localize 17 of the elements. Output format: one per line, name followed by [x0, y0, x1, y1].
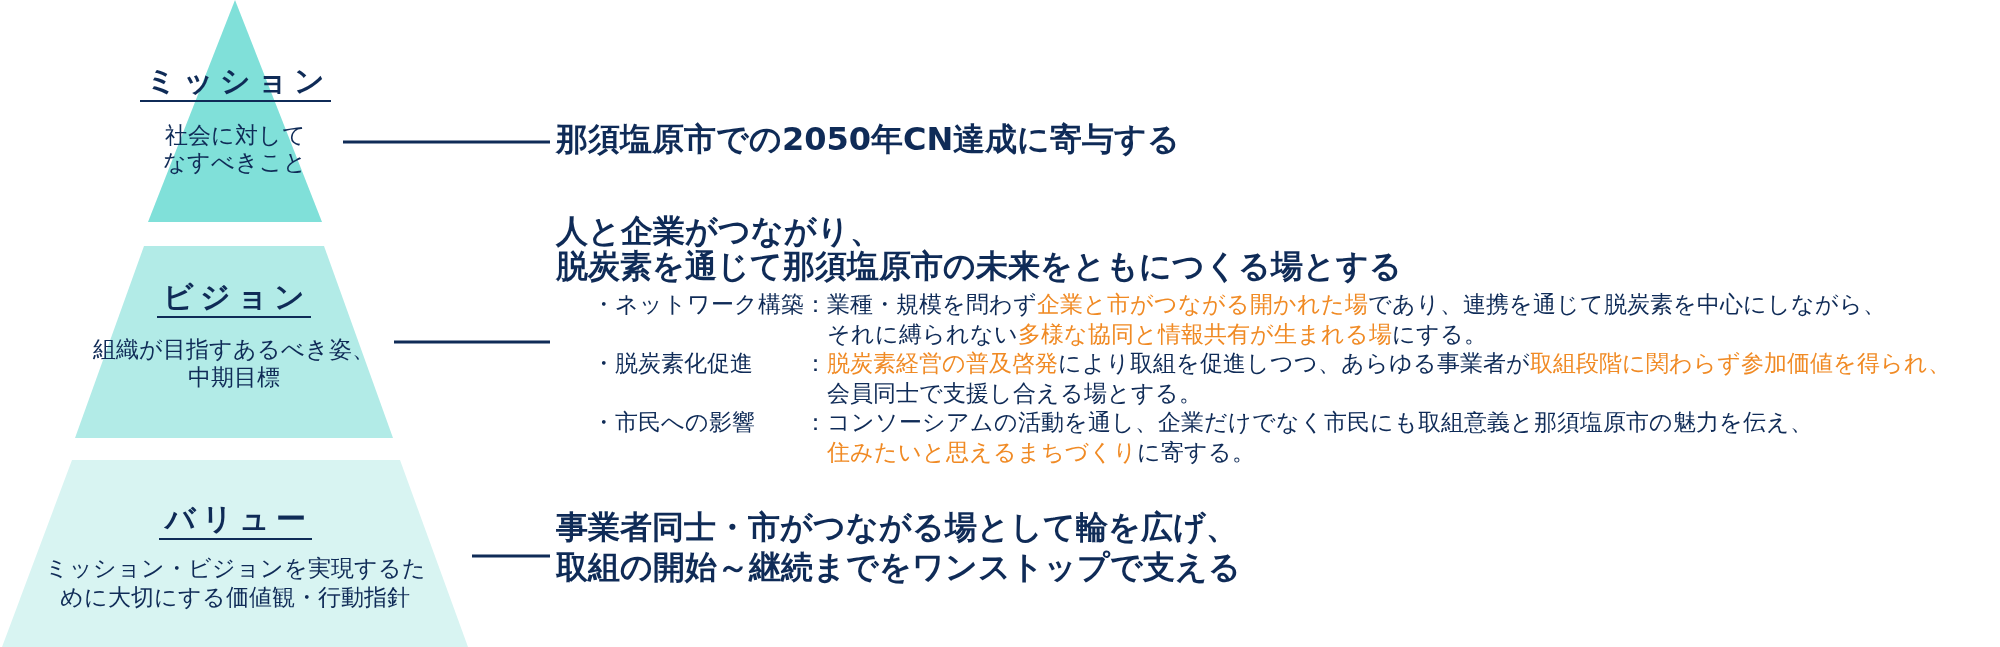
- bullet-heading: ・市民への影響: [592, 408, 756, 437]
- bullet-description: ：業種・規模を問わず企業と市がつながる開かれた場であり、連携を通じて脱炭素を中心にしながら、それに縛られない多様な協同と情報共有が生まれる場にする。: [804, 290, 1887, 349]
- connector-line: [472, 554, 550, 558]
- tier-heading: ミッション: [140, 64, 331, 102]
- connector-line: [394, 340, 550, 344]
- bullet-description: ：脱炭素経営の普及啓発により取組を促進しつつ、あらゆる事業者が取組段階に関わらず参加価値を得られ、会員同士で支援し合える場とする。: [804, 349, 1952, 408]
- bullet-heading: ・脱炭素化促進: [592, 349, 754, 378]
- statement-text: 人と企業がつながり、脱炭素を通じて那須塩原市の未来をともにつくる場とする: [556, 214, 1403, 284]
- bullet-description: ：コンソーシアムの活動を通し、企業だけでなく市民にも取組意義と那須塩原市の魅力を伝え、住みたいと思えるまちづくりに寄する。: [804, 408, 1814, 467]
- connector-line: [343, 140, 550, 144]
- bullet-heading: ・ネットワーク構築: [592, 290, 804, 319]
- statement-text: 事業者同士・市がつながる場として輪を広げ、取組の開始～継続までをワンストップで支える: [556, 507, 1242, 587]
- tier-heading: バリュー: [158, 502, 312, 540]
- statement-text: 那須塩原市での2050年CN達成に寄与する: [556, 120, 1182, 158]
- tier-description: 組織が目指すあるべき姿、中期目標: [92, 335, 376, 391]
- tier-heading: ビジョン: [157, 280, 311, 318]
- tier-description: ミッション・ビジョンを実現するために大切にする価値観・行動指針: [44, 554, 426, 612]
